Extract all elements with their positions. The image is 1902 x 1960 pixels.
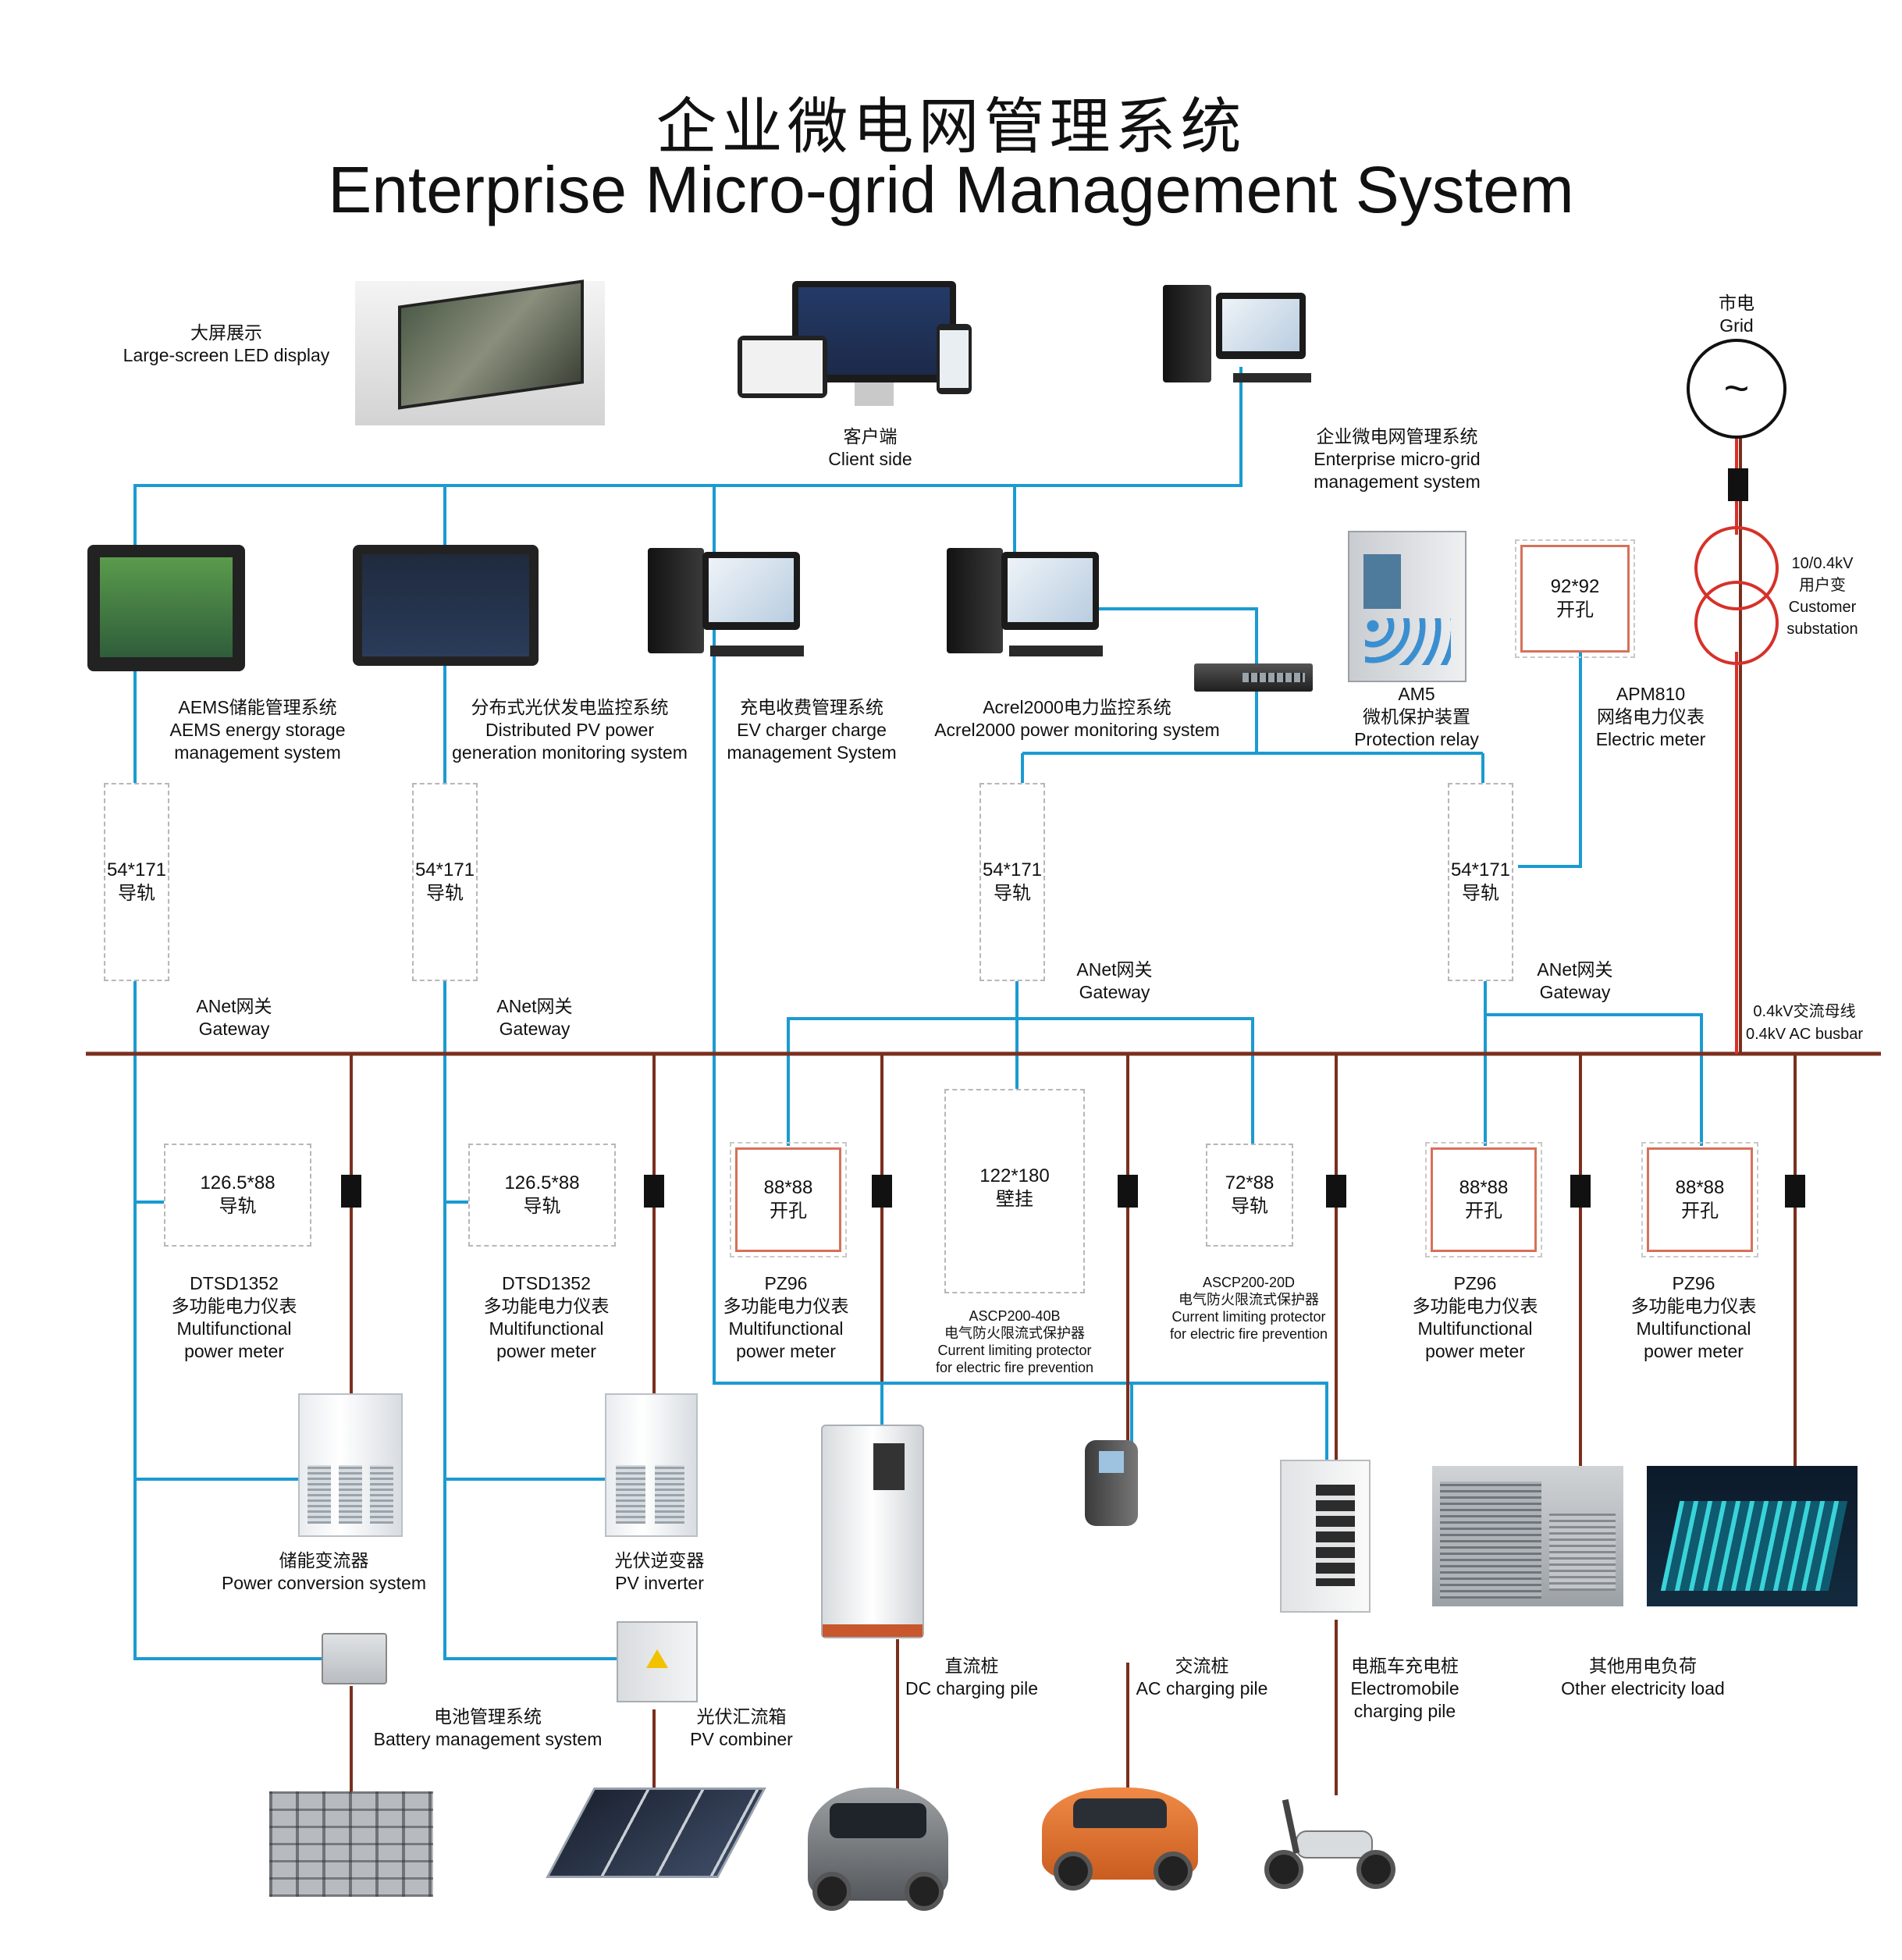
client-devices-icon: [738, 277, 1011, 414]
power-lines: [86, 343, 1881, 1819]
comm-rail2-down: [443, 980, 624, 1660]
am5-protection-relay-icon: [1348, 531, 1466, 682]
network-switch-icon: [1194, 663, 1313, 692]
ac-charging-pile-icon: [1085, 1440, 1138, 1526]
office-building-icon: [1647, 1466, 1858, 1606]
breaker-pcs: [341, 1175, 361, 1208]
hvac-units-icon: [1432, 1466, 1623, 1606]
comm-gw4-branch: [1485, 1013, 1703, 1146]
page-title-en: Enterprise Micro-grid Management System: [328, 153, 1574, 226]
bms-unit-icon: [322, 1633, 387, 1684]
pcs-cabinet-icon: [298, 1393, 403, 1537]
aems-panel-icon: [87, 545, 245, 671]
breakers: [341, 468, 1805, 1208]
breaker-dc: [872, 1175, 892, 1208]
comm-apm810: [1518, 644, 1582, 868]
compact-ev-car-icon: [1042, 1787, 1198, 1891]
page-title-cn: 企业微电网管理系统: [656, 92, 1246, 162]
emms-computer-icon: [1163, 281, 1319, 390]
electromobile-pile-icon: [1280, 1460, 1371, 1613]
comm-gw3-branch: [787, 1017, 1254, 1146]
pv-inverter-cabinet-icon: [605, 1393, 698, 1537]
breaker-grid: [1728, 468, 1748, 501]
breaker-ac: [1118, 1175, 1138, 1208]
comm-ev-drop: [713, 486, 1328, 1469]
breaker-emob: [1326, 1175, 1346, 1208]
battery-rack-icon: [269, 1791, 433, 1897]
led-display-wall-icon: [355, 279, 605, 425]
electric-suv-icon: [808, 1787, 948, 1911]
electric-scooter-icon: [1264, 1791, 1397, 1889]
ev-charge-computer-icon: [648, 548, 812, 665]
transformer-secondary-icon: [1694, 581, 1779, 665]
breaker-load-1: [1570, 1175, 1591, 1208]
comm-rail1-down: [133, 980, 343, 1660]
pv-combiner-box-icon: [617, 1621, 698, 1702]
breaker-inverter: [644, 1175, 664, 1208]
dc-charging-pile-icon: [821, 1425, 924, 1638]
breaker-load-2: [1785, 1175, 1805, 1208]
transformer-primary-icon: [1694, 526, 1779, 610]
acrel-computer-icon: [947, 548, 1111, 665]
grid-source-icon: [1687, 339, 1786, 439]
comm-acrel-switch: [1061, 607, 1258, 753]
pv-monitor-panel-icon: [353, 545, 539, 666]
grid-symbol: ~: [1723, 363, 1750, 412]
